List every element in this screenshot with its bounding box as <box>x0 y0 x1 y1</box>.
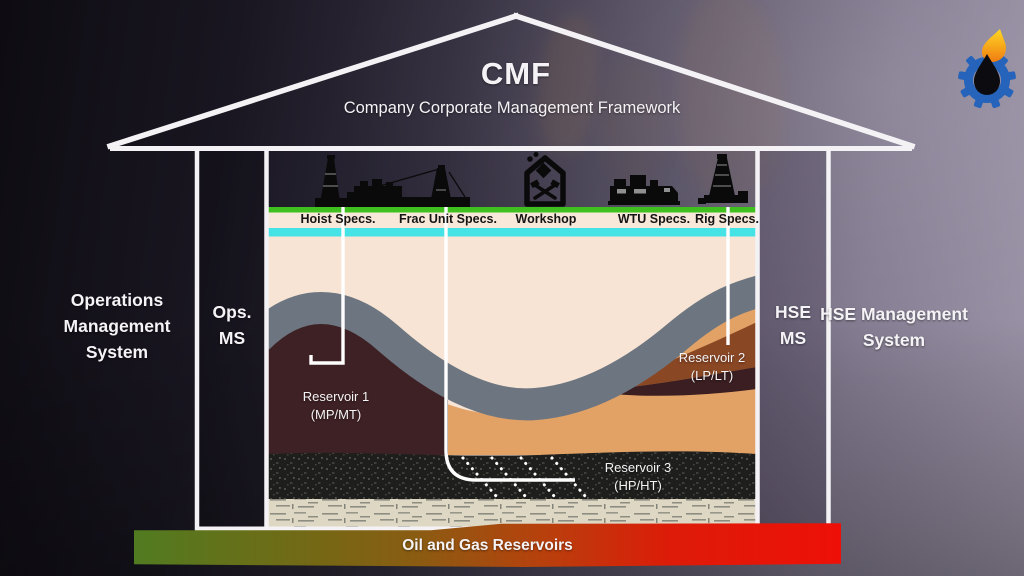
cyan-water-strip <box>268 228 757 237</box>
spec-label-band <box>268 212 757 228</box>
operations-system-label: Operations Management System <box>63 290 171 362</box>
facility-label-frac-unit: Frac Unit Specs. <box>399 212 497 226</box>
oil-droplet-shape <box>974 54 1000 95</box>
facility-label-wtu: WTU Specs. <box>617 212 691 226</box>
green-surface-strip <box>268 207 757 213</box>
pillar-lines <box>194 151 831 530</box>
reservoir-3-label: Reservoir 3 (HP/HT) <box>604 460 672 493</box>
roof-outline <box>106 12 916 150</box>
flame-watermark <box>598 55 668 190</box>
reservoir-1-label: Reservoir 1 (MP/MT) <box>302 389 370 422</box>
hoist-well-path <box>309 207 345 365</box>
reservoir-1-dome <box>268 316 448 455</box>
gray-shale-band <box>268 275 757 421</box>
hse-ms-pillar-label: HSE MS <box>775 302 811 348</box>
oil-gas-banner: Oil and Gas Reservoirs <box>134 523 841 567</box>
reservoir-2-rust-band <box>600 322 757 390</box>
drilling-rig-icon <box>698 154 748 204</box>
frac-fracture-lines <box>461 456 587 498</box>
ops-ms-pillar-label: Ops. MS <box>212 302 252 348</box>
cmf-title: CMF <box>480 56 552 91</box>
oil-gas-banner-label: Oil and Gas Reservoirs <box>402 536 573 554</box>
cmf-subtitle: Company Corporate Management Framework <box>343 99 681 117</box>
facility-label-hoist: Hoist Specs. <box>300 212 376 226</box>
flame-watermark <box>676 0 786 205</box>
gear-flame-droplet-logo <box>958 29 1016 109</box>
reservoir-2-maroon-band <box>600 367 757 396</box>
frac-unit-icon <box>352 165 470 207</box>
reservoir-3-black-layer <box>268 451 757 502</box>
wtu-truck-icon <box>608 175 680 205</box>
right-pillar <box>760 150 827 529</box>
facility-label-workshop: Workshop <box>515 212 577 226</box>
subsurface-panel <box>268 146 757 530</box>
flame-shape <box>982 29 1006 62</box>
facility-label-rig: Rig Specs. <box>695 212 759 226</box>
left-pillar <box>199 150 265 529</box>
hse-system-label: HSE Management System <box>820 304 968 350</box>
frac-horizontal-well-path <box>444 207 575 482</box>
reservoir-2-label: Reservoir 2 (LP/LT) <box>678 350 746 383</box>
